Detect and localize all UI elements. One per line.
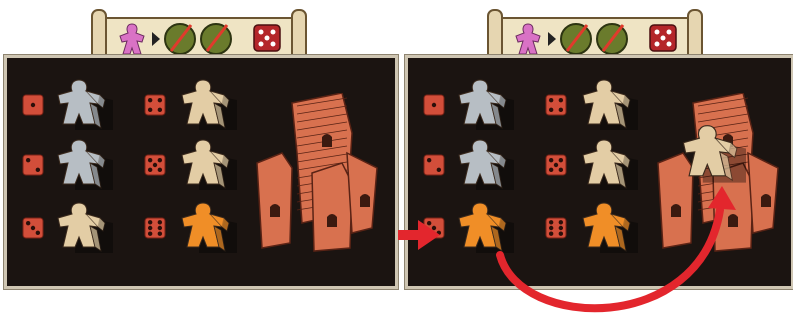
meeple-beige-icon [179, 138, 237, 190]
crossed-disc-icon [597, 24, 627, 54]
red-die-icon [254, 25, 280, 51]
meeple-grey-icon [55, 78, 113, 130]
meeple-grey-icon [456, 78, 514, 130]
meeple-orange-icon [179, 201, 237, 253]
castle-icon [252, 93, 382, 253]
die-face-5-icon [144, 154, 166, 176]
die-face-2-icon [423, 154, 445, 176]
red-die-icon [650, 25, 676, 51]
board-panel-left [4, 55, 398, 289]
meeple-beige-icon [580, 138, 638, 190]
board-panel-right [405, 55, 793, 289]
castle-meeple-beige-icon [680, 123, 746, 183]
die-face-2-icon [22, 154, 44, 176]
die-face-4-icon [545, 94, 567, 116]
meeple-orange-icon [580, 201, 638, 253]
meeple-grey-icon [456, 138, 514, 190]
die-face-5-icon [545, 154, 567, 176]
crossed-disc-icon [561, 24, 591, 54]
meeple-beige-icon [179, 78, 237, 130]
die-face-4-icon [144, 94, 166, 116]
die-face-1-icon [423, 94, 445, 116]
meeple-orange-icon [456, 201, 514, 253]
die-face-1-icon [22, 94, 44, 116]
die-face-6-icon [144, 217, 166, 239]
meeple-beige-icon [580, 78, 638, 130]
meeple-beige-icon [55, 201, 113, 253]
crossed-disc-icon [201, 24, 231, 54]
die-face-3-icon [423, 217, 445, 239]
die-face-3-icon [22, 217, 44, 239]
crossed-disc-icon [165, 24, 195, 54]
die-face-6-icon [545, 217, 567, 239]
meeple-grey-icon [55, 138, 113, 190]
